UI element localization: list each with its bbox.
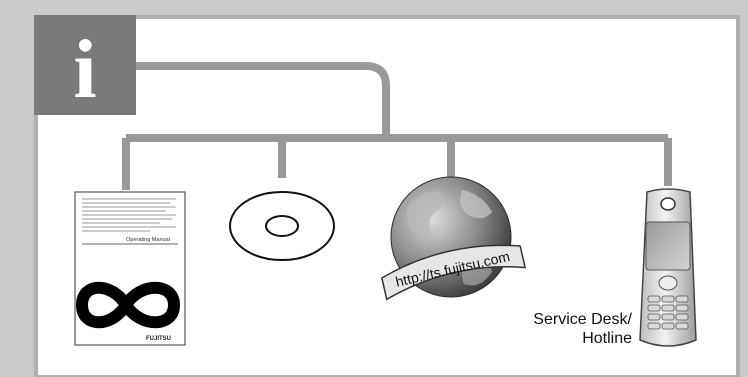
info-glyph: i	[73, 23, 96, 116]
service-desk-label-line2: Hotline	[582, 330, 632, 347]
info-badge: i	[34, 15, 136, 116]
cd-icon	[229, 191, 335, 261]
operating-manual-icon: Operating Manual FUJITSU	[74, 191, 186, 346]
service-desk-label: Service Desk/ Hotline	[533, 310, 632, 348]
globe-icon: http://ts.fujitsu.com	[380, 176, 527, 301]
manual-title: Operating Manual	[126, 237, 170, 243]
service-desk-label-line1: Service Desk/	[533, 311, 632, 328]
manual-brand: FUJITSU	[146, 336, 171, 342]
connector-tree	[108, 62, 672, 190]
phone-icon	[639, 188, 697, 347]
infinity-logo	[75, 281, 181, 329]
